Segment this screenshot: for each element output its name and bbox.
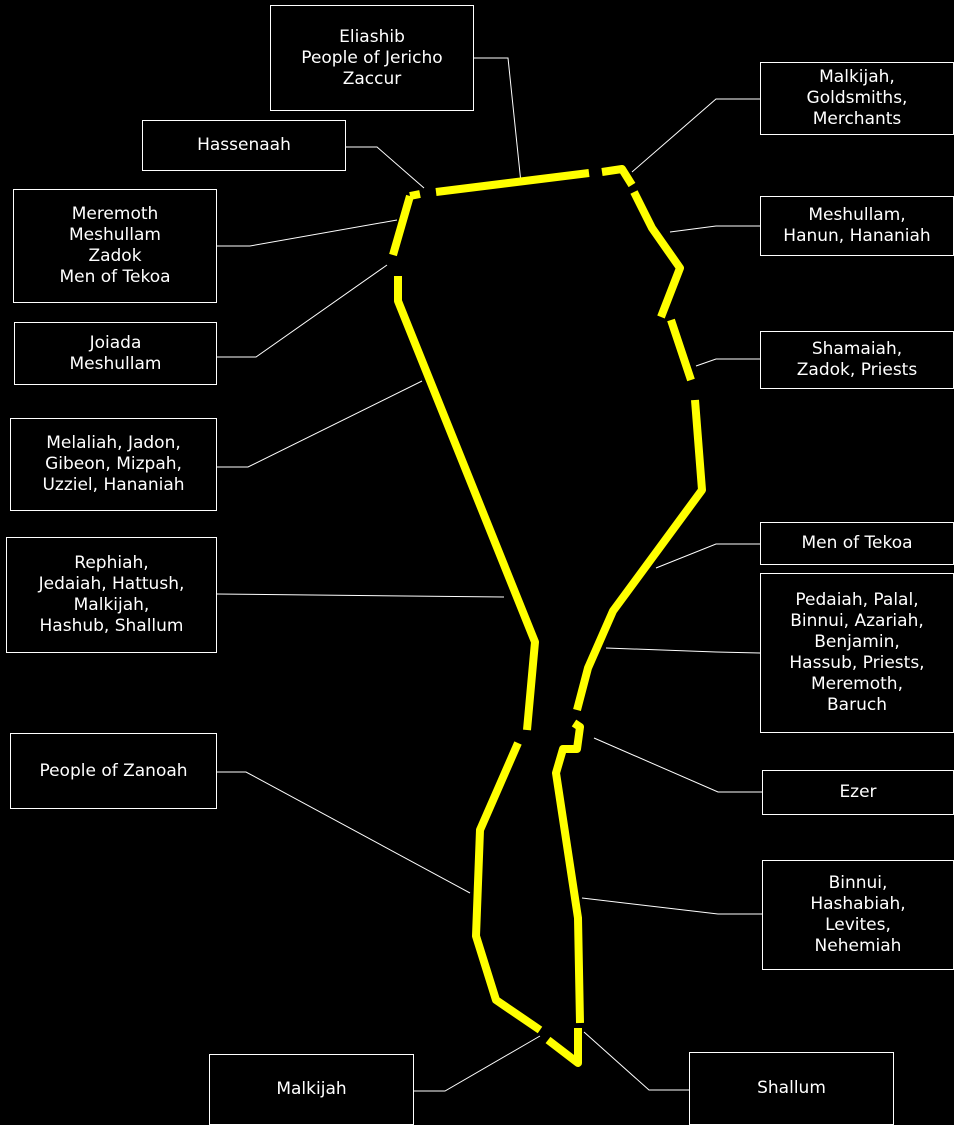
wall-segment-east-upper-1 — [667, 318, 695, 382]
label-line: Hassub, Priests, — [789, 653, 925, 673]
label-line: Meshullam — [69, 353, 162, 374]
connector-zanoah — [216, 771, 471, 894]
connector-eliashib — [473, 57, 522, 184]
connector-binnui — [581, 897, 762, 915]
connector-melatiah — [216, 380, 423, 468]
label-line: Malkijah, — [819, 67, 895, 87]
label-line: Hanun, Hananiah — [783, 226, 931, 246]
connector-ezer — [593, 737, 762, 793]
label-binnui: Binnui,Hashabiah,Levites,Nehemiah — [762, 860, 954, 970]
label-line: Meshullam, — [808, 205, 906, 225]
label-line: Joiada — [89, 332, 142, 353]
label-shemaiah: Shamaiah,Zadok, Priests — [760, 331, 954, 389]
label-line: Meshullam — [69, 225, 161, 245]
wall-segment-north-gate — [409, 190, 421, 200]
label-line: Binnui, Azariah, — [790, 611, 924, 631]
label-shallum: Shallum — [689, 1052, 894, 1125]
label-rephaiah: Rephiah,Jedaiah, Hattush,Malkijah,Hashub… — [6, 537, 217, 653]
connector-shallum — [583, 1031, 689, 1091]
label-line: Men of Tekoa — [59, 267, 171, 287]
connector-pedaiah — [605, 647, 761, 654]
connector-malkijah-south — [414, 1035, 541, 1092]
label-zanoah: People of Zanoah — [10, 733, 217, 809]
connector-rephaiah — [215, 593, 505, 598]
label-malkijah-north: Malkijah,Goldsmiths,Merchants — [760, 62, 954, 135]
label-line: Jedaiah, Hattush, — [38, 574, 185, 594]
connector-meremoth-west — [216, 219, 398, 247]
label-line: People of Zanoah — [39, 760, 188, 781]
label-line: Zadok — [88, 246, 142, 266]
label-line: Shamaiah, — [811, 339, 903, 359]
label-hassenaah: Hassenaah — [142, 120, 346, 171]
wall-segment-northeast-corner — [601, 165, 636, 188]
wall-segment-west-main — [394, 276, 539, 731]
connector-men-of-tekoa — [655, 543, 760, 569]
label-line: Meremoth, — [810, 674, 903, 694]
label-line: Hassenaah — [197, 135, 291, 155]
wall-segment-east-lower — [552, 719, 584, 1024]
label-line: Zadok, Priests — [796, 360, 918, 380]
label-line: Shallum — [757, 1078, 826, 1098]
wall-segment-east-middle — [573, 399, 706, 712]
label-line: People of Jericho — [301, 47, 443, 68]
connector-lines — [215, 57, 762, 1092]
label-line: Ezer — [839, 782, 877, 802]
label-line: Men of Tekoa — [801, 533, 913, 553]
label-line: Rephiah, — [74, 553, 149, 573]
wall-segment-south-corner — [545, 1028, 582, 1067]
label-line: Meremoth — [71, 204, 159, 224]
wall-segment-north-wall — [435, 169, 590, 196]
label-line: Melaliah, Jadon, — [46, 433, 181, 453]
label-ezer: Ezer — [762, 770, 954, 815]
label-line: Nehemiah — [814, 936, 902, 956]
label-line: Baruch — [827, 695, 887, 715]
label-line: Pedaiah, Palal, — [795, 590, 919, 610]
wall-segment-west-upper — [389, 194, 414, 257]
city-wall-outline — [389, 165, 706, 1067]
label-line: Hashabiah, — [810, 894, 906, 914]
label-line: Eliashib — [339, 26, 405, 47]
connector-meshullam-east — [669, 225, 760, 233]
label-line: Levites, — [825, 915, 891, 935]
label-line: Goldsmiths, — [806, 88, 908, 108]
label-line: Zaccur — [342, 68, 402, 89]
label-malkijah-south: Malkijah — [209, 1054, 414, 1125]
label-line: Hashub, Shallum — [39, 616, 184, 636]
wall-segment-east-upper-2 — [630, 190, 684, 319]
label-meshullam-east: Meshullam,Hanun, Hananiah — [760, 196, 954, 256]
connector-malkijah-north — [631, 98, 760, 173]
label-men-of-tekoa: Men of Tekoa — [760, 522, 954, 565]
wall-segment-west-lower — [472, 741, 543, 1034]
label-line: Binnui, — [828, 873, 888, 893]
label-line: Merchants — [812, 109, 902, 129]
connector-joiada — [216, 264, 388, 358]
label-line: Malkijah — [276, 1079, 347, 1099]
label-line: Malkijah, — [73, 595, 150, 615]
label-line: Benjamin, — [814, 632, 900, 652]
label-pedaiah: Pedaiah, Palal,Binnui, Azariah,Benjamin,… — [760, 573, 954, 733]
label-line: Gibeon, Mizpah, — [45, 454, 182, 474]
label-line: Uzziel, Hananiah — [42, 475, 185, 495]
label-melatiah: Melaliah, Jadon,Gibeon, Mizpah,Uzziel, H… — [10, 418, 217, 511]
connector-hassenaah — [345, 146, 425, 189]
connector-shemaiah — [695, 358, 760, 367]
